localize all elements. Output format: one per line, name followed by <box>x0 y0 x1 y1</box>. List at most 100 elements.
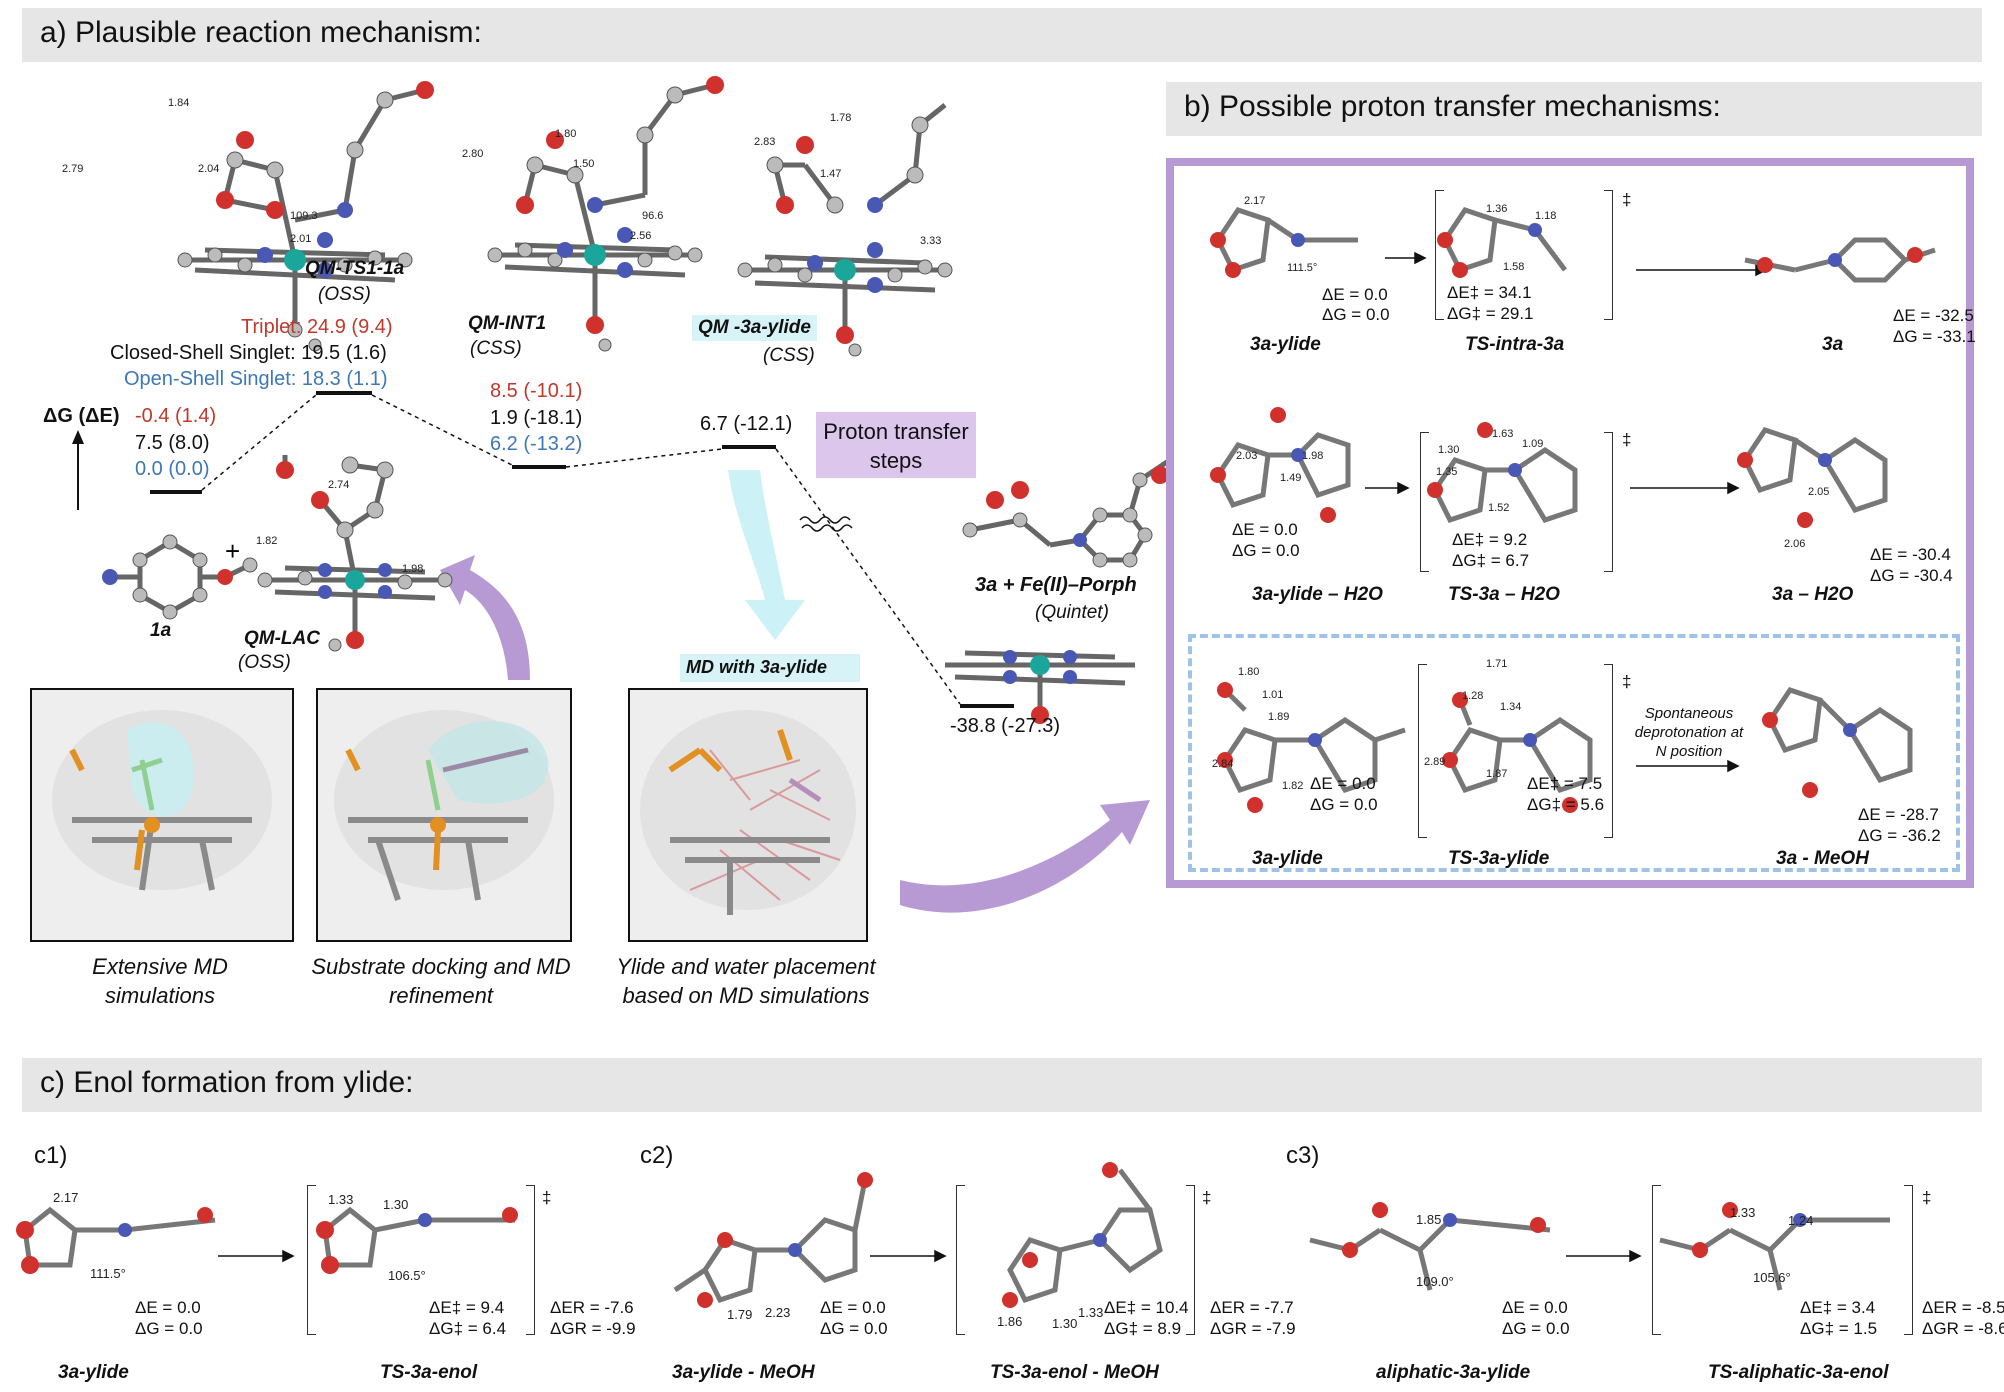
pc-bond-3-4: 105.6° <box>1753 1270 1791 1285</box>
mol-lac <box>257 455 453 652</box>
pc-1-rx-1: ΔGR = -9.9 <box>550 1319 636 1338</box>
pb-mol-row3-r <box>1217 682 1406 813</box>
label-int1-state: (CSS) <box>470 338 522 359</box>
pc-bond-3-3: 1.24 <box>1788 1213 1814 1228</box>
pc-mol-2ts <box>1002 1162 1163 1308</box>
pb-r3-ts-name: TS-3a-ylide <box>1448 848 1550 869</box>
cyan-arrow <box>728 470 805 640</box>
label-ts1: QM-TS1-1a <box>305 258 405 279</box>
pc-2-r-0: ΔE = 0.0 <box>820 1298 886 1317</box>
bond-ts1-4: 2.01 <box>290 233 312 245</box>
pb-r2-ts-name: TS-3a – H2O <box>1448 584 1560 605</box>
label-ts1-state: (OSS) <box>318 284 371 305</box>
pb-bond-2-4: 1.30 <box>1438 444 1460 456</box>
pb-r2-p-1: ΔG = -30.4 <box>1870 566 1953 585</box>
pb-dagger-2: ‡ <box>1622 430 1632 449</box>
pb-r3-ts-1: ΔG‡ = 5.6 <box>1527 795 1605 814</box>
pb-r1-val-0: ΔE = 0.0 <box>1322 285 1388 304</box>
pb-r1-ts-1: ΔG‡ = 29.1 <box>1447 304 1534 323</box>
pb-mol-row2-p <box>1737 427 1888 528</box>
int1-css: 1.9 (-18.1) <box>490 407 583 429</box>
pc-mol-3r <box>1309 1202 1551 1291</box>
pb-bond-2-9: 2.06 <box>1784 538 1806 550</box>
pc-1-r-0: ΔE = 0.0 <box>135 1298 201 1317</box>
pb-r2-ts-0: ΔE‡ = 9.2 <box>1452 530 1528 549</box>
bond-ylide-3: 3.33 <box>920 235 942 247</box>
pb-r3-ts-0: ΔE‡ = 7.5 <box>1527 774 1603 793</box>
bond-ts1-2: 2.04 <box>198 163 220 175</box>
pb-bracket-l-1 <box>1435 190 1444 320</box>
axis-label: ΔG (ΔE) <box>43 405 120 427</box>
pb-bond-3-8: 2.89 <box>1424 756 1446 768</box>
pc-3-ts-0: ΔE‡ = 3.4 <box>1800 1298 1876 1317</box>
pb-r1-p-0: ΔE = -32.5 <box>1893 306 1974 325</box>
pb-spont-text: Spontaneous deprotonation at N position <box>1634 705 1744 760</box>
pb-r2-val-0: ΔE = 0.0 <box>1232 520 1298 539</box>
pc-3-rx-1: ΔGR = -8.6 <box>1922 1319 2004 1338</box>
mol-porph <box>945 650 1135 724</box>
pc-bond-1-4: 106.5° <box>388 1268 426 1283</box>
pb-bracket-l-3 <box>1418 664 1427 838</box>
bond-lac-2: 1.98 <box>402 563 424 575</box>
pc-bracket-r-2 <box>1186 1185 1195 1335</box>
pc-tag-3: c3) <box>1286 1142 1320 1169</box>
pc-mol-1ts <box>316 1206 518 1274</box>
connector-2 <box>371 394 513 466</box>
pb-mol-row1-p <box>1744 237 1936 283</box>
md-snapshot-2 <box>316 688 572 942</box>
pc-bond-1-3: 1.30 <box>383 1197 409 1212</box>
bond-int1-0: 1.80 <box>555 128 577 140</box>
pc-mol-1r <box>16 1206 216 1274</box>
pb-r3-val-1: ΔG = 0.0 <box>1310 795 1378 814</box>
pb-bond-2-7: 1.52 <box>1488 502 1510 514</box>
svg-text:+: + <box>225 536 240 566</box>
pb-bond-3-3: 2.84 <box>1212 758 1234 770</box>
label-ylide-state: (CSS) <box>763 345 815 366</box>
pb-r1-val-1: ΔG = 0.0 <box>1322 305 1390 324</box>
pc-bracket-l-2 <box>956 1185 965 1335</box>
pb-bond-3-6: 1.28 <box>1462 690 1484 702</box>
pb-bond-1-3: 1.18 <box>1535 210 1557 222</box>
mol-ylide <box>737 103 953 357</box>
int1-triplet: 8.5 (-10.1) <box>490 380 583 402</box>
pc-bracket-r-3 <box>1904 1185 1913 1335</box>
proton-box <box>816 412 976 478</box>
panel-a-header-band <box>22 8 1982 62</box>
pc-bond-2-0: 1.79 <box>727 1307 753 1322</box>
pc-2-r-1: ΔG = 0.0 <box>820 1319 888 1338</box>
bond-ts1-1: 2.79 <box>62 163 84 175</box>
md-snapshot-1 <box>30 688 294 942</box>
bond-lac-0: 2.74 <box>328 479 350 491</box>
pb-bracket-r-2 <box>1604 432 1613 572</box>
proton-box-text: Proton transfer steps <box>823 419 969 473</box>
pb-mol-row1-r <box>1210 207 1358 278</box>
pc-bond-1-1: 111.5° <box>90 1266 126 1281</box>
pc-3-r-0: ΔE = 0.0 <box>1502 1298 1568 1317</box>
pb-mol-row3-p <box>1762 687 1913 798</box>
pb-bond-2-2: 1.49 <box>1280 472 1302 484</box>
pb-mol-row3-ts <box>1442 692 1593 813</box>
panel-a-header: a) Plausible reaction mechanism: <box>40 16 482 49</box>
caption-1: Extensive MD simulations <box>92 954 228 1008</box>
caption-3: Ylide and water placement based on MD si… <box>616 954 876 1008</box>
pc-bracket-l-3 <box>1652 1185 1661 1335</box>
pb-bond-1-2: 1.36 <box>1486 203 1508 215</box>
mol-product <box>962 457 1172 568</box>
pc-dagger-2: ‡ <box>1202 1188 1212 1207</box>
panel-b-header: b) Possible proton transfer mechanisms: <box>1184 90 1721 123</box>
pc-1-rx-0: ΔER = -7.6 <box>550 1298 634 1317</box>
bond-int1-4: 2.56 <box>630 230 652 242</box>
ts1-triplet: Triplet: 24.9 (9.4) <box>241 316 393 338</box>
pc-bond-2-3: 1.30 <box>1052 1316 1078 1331</box>
ylide-value: 6.7 (-12.1) <box>700 413 793 435</box>
caption-2: Substrate docking and MD refinement <box>311 954 571 1008</box>
bond-int1-1: 2.80 <box>462 148 484 160</box>
pb-bond-3-2: 1.89 <box>1268 711 1290 723</box>
pc-2-rx-0: ΔER = -7.7 <box>1210 1298 1294 1317</box>
pb-r2-p-0: ΔE = -30.4 <box>1870 545 1951 564</box>
md-snapshot-3 <box>628 688 868 942</box>
pb-r3-p-name: 3a - MeOH <box>1776 848 1869 869</box>
bond-ylide-2: 1.47 <box>820 168 842 180</box>
